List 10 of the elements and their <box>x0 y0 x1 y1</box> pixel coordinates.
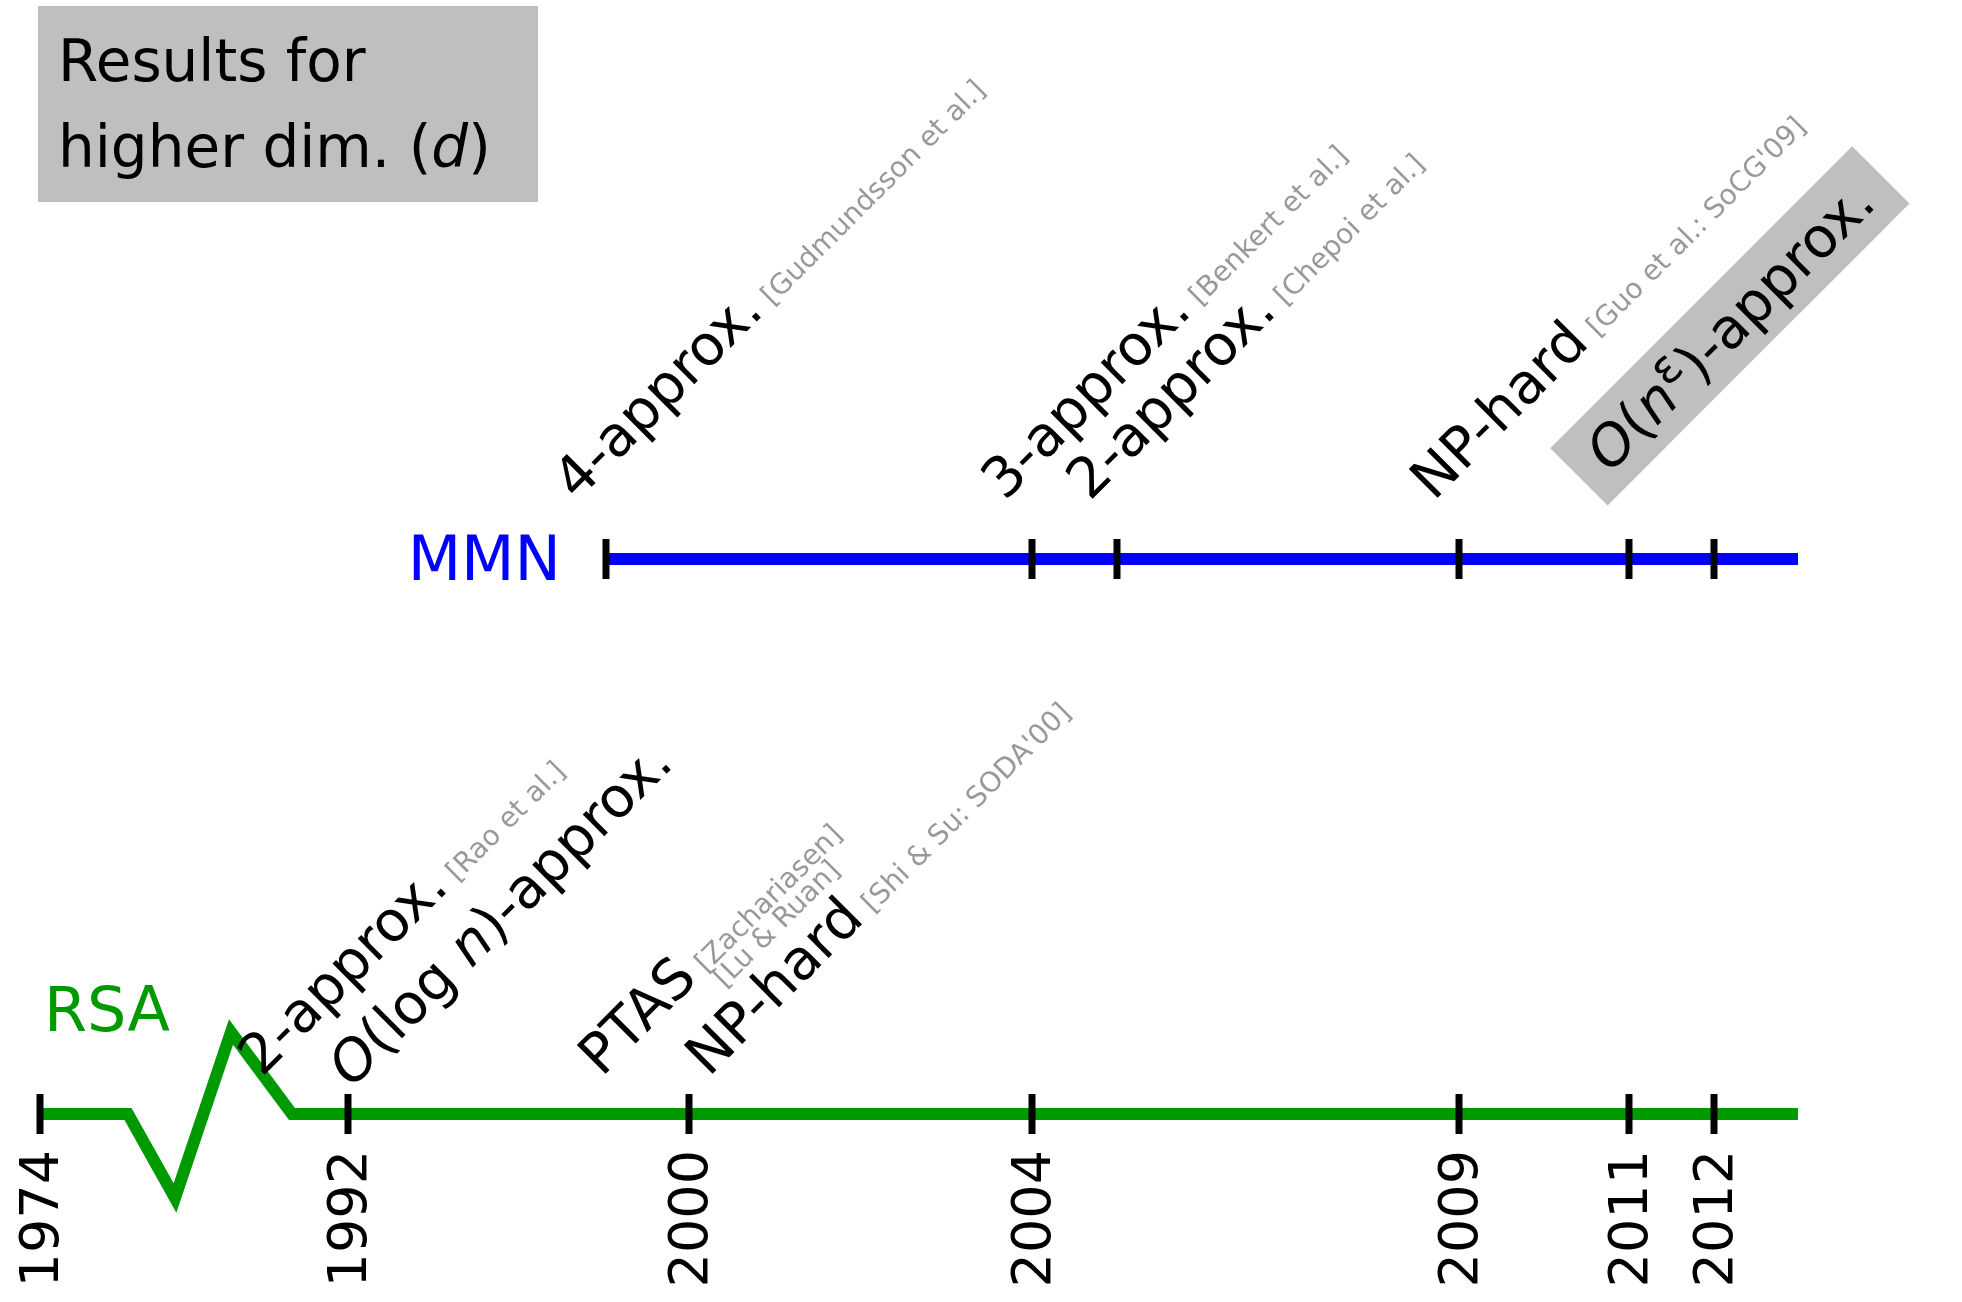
year-label: 2004 <box>1000 1150 1064 1288</box>
year-label: 2011 <box>1597 1150 1661 1288</box>
year-label: 1974 <box>8 1150 72 1288</box>
series-label: MMN <box>407 524 561 594</box>
year-label: 2012 <box>1682 1150 1746 1288</box>
year-label: 2000 <box>657 1150 721 1288</box>
year-label: 2009 <box>1427 1150 1491 1288</box>
year-label: 1992 <box>316 1150 380 1288</box>
title: Results for higher dim. (d) <box>38 6 538 202</box>
series-label: RSA <box>44 975 170 1045</box>
